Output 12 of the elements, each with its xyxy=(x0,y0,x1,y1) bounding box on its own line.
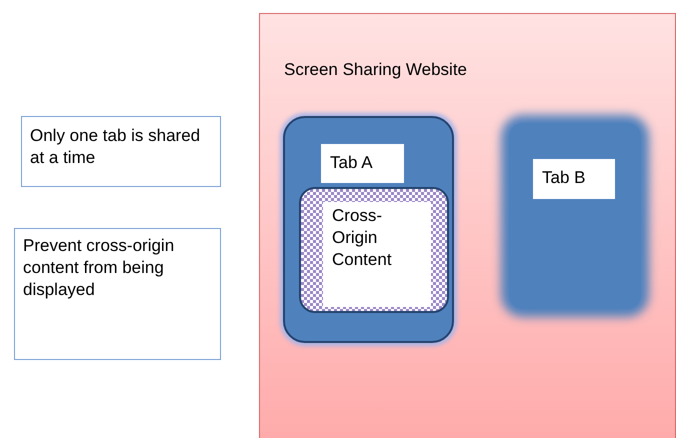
note-text: Only one tab is shared at a time xyxy=(30,125,202,170)
note-box xyxy=(14,228,221,360)
cross-origin-frame xyxy=(299,187,449,313)
tab-card xyxy=(283,116,454,343)
tab-label: Tab A xyxy=(321,144,404,183)
blurred-tab-card xyxy=(509,123,641,309)
tab-label: Cross-Origin Content xyxy=(323,202,431,307)
note-text: Prevent cross-origin content from being displayed xyxy=(23,235,176,302)
tab-label: Tab B xyxy=(533,159,615,199)
panel-title: Screen Sharing Website xyxy=(284,59,468,81)
note-box xyxy=(21,116,221,187)
website-panel xyxy=(259,13,676,438)
